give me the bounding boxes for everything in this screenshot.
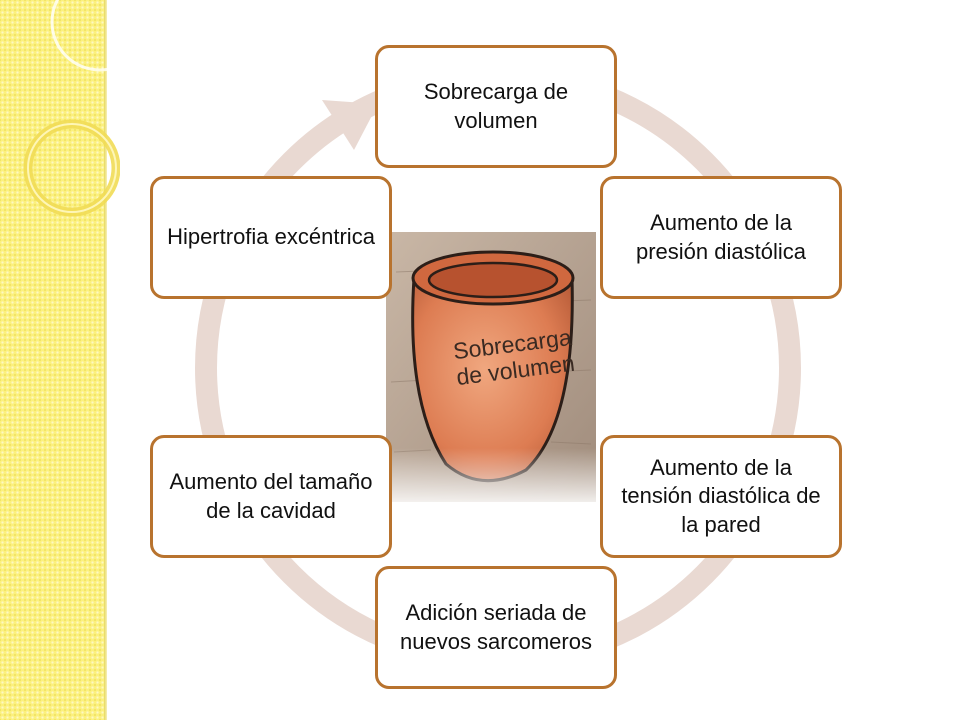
side-band-edge (104, 0, 107, 720)
decorative-side-band (0, 0, 106, 720)
cycle-arrowhead-icon (322, 100, 378, 150)
node-adicion-sarcomeros: Adición seriada de nuevos sarcomeros (375, 566, 617, 689)
ventricle-illustration: Sobrecarga de volumen (386, 232, 596, 502)
ventricle-icon (386, 232, 596, 502)
node-aumento-tension-diastolica: Aumento de la tensión diastólica de la p… (600, 435, 842, 558)
node-sobrecarga-volumen: Sobrecarga de volumen (375, 45, 617, 168)
node-hipertrofia-excentrica: Hipertrofia excéntrica (150, 176, 392, 299)
node-aumento-presion-diastolica: Aumento de la presión diastólica (600, 176, 842, 299)
node-aumento-tamano-cavidad: Aumento del tamaño de la cavidad (150, 435, 392, 558)
decorative-rings (23, 0, 120, 217)
